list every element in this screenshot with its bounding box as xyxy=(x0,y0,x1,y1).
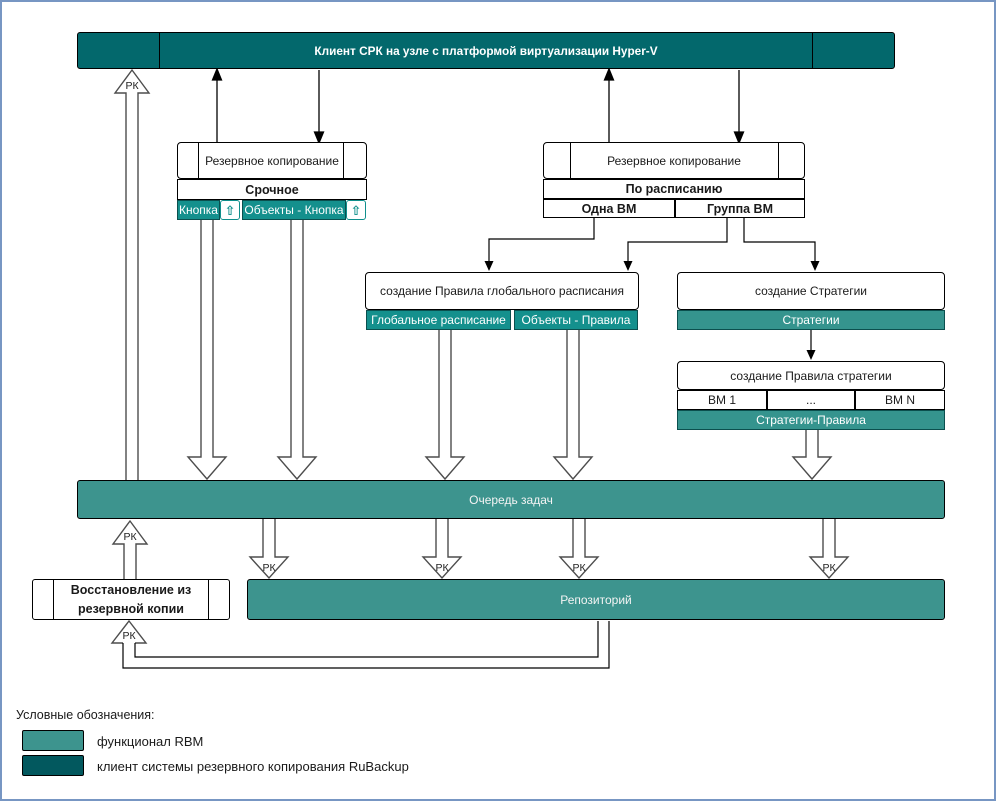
global-rule-header: создание Правила глобального расписания xyxy=(365,272,639,310)
legend-label-client: клиент системы резервного копирования Ru… xyxy=(97,759,409,774)
strategy-rules-row-label: Стратегии-Правила xyxy=(756,413,866,427)
cell-global-schedule-label: Глобальное расписание xyxy=(371,313,506,327)
header-divider xyxy=(343,143,344,178)
client-backup-arrows xyxy=(211,67,745,145)
restore-divider xyxy=(53,580,54,619)
backup-button-header-label: Резервное копирование xyxy=(205,153,339,168)
cell-single-vm-label: Одна ВМ xyxy=(581,201,637,216)
rk-label: РК xyxy=(123,531,137,543)
cell-single-vm: Одна ВМ xyxy=(543,199,675,218)
cell-vm-group-label: Группа ВМ xyxy=(707,201,773,216)
cell-objects-rules: Объекты - Правила xyxy=(514,310,638,330)
rk-label: РК xyxy=(572,562,586,574)
upload-icon-cell: ⇧ xyxy=(220,200,240,220)
rk-label: РК xyxy=(122,630,136,642)
backup-button-mode-label: Срочное xyxy=(245,182,299,197)
client-bar-divider xyxy=(159,33,160,68)
cell-global-schedule: Глобальное расписание xyxy=(366,310,511,330)
backup-schedule-header-label: Резервное копирование xyxy=(607,153,741,168)
cell-knopka-label: Кнопка xyxy=(179,203,218,217)
repository-label: Репозиторий xyxy=(560,592,632,607)
strategy-header-label: создание Стратегии xyxy=(755,284,867,298)
cell-vm-ellipsis: ... xyxy=(767,390,855,410)
cell-vmn: ВМ N xyxy=(855,390,945,410)
cell-vm-ellipsis-label: ... xyxy=(805,393,816,407)
backup-schedule-mode-label: По расписанию xyxy=(625,182,723,196)
rk-labels: РК РК РК РК РК РК РК xyxy=(122,80,836,642)
repository-bar: Репозиторий xyxy=(247,579,945,620)
vm-rule-arrowheads xyxy=(484,261,820,360)
global-rule-header-label: создание Правила глобального расписания xyxy=(380,284,624,298)
upload-icon: ⇧ xyxy=(224,202,236,218)
legend-swatch-rbm xyxy=(22,730,84,751)
client-node-bar: Клиент СРК на узле с платформой виртуали… xyxy=(77,32,895,69)
header-divider xyxy=(778,143,779,178)
rk-label: РК xyxy=(262,562,276,574)
strategy-rules-row: Стратегии-Правила xyxy=(677,410,945,430)
queue-input-arrows xyxy=(186,220,833,481)
strategy-rule-header: создание Правила стратегии xyxy=(677,361,945,390)
backup-schedule-mode: По расписанию xyxy=(543,179,805,199)
rk-label: РК xyxy=(822,562,836,574)
header-divider xyxy=(570,143,571,178)
cell-vm1-label: ВМ 1 xyxy=(707,393,736,407)
rk-down-arrows xyxy=(248,519,850,580)
cell-knopka: Кнопка xyxy=(177,200,220,220)
rk-label: РК xyxy=(125,80,139,92)
legend-title: Условные обозначения: xyxy=(16,708,155,722)
backup-button-header: Резервное копирование xyxy=(177,142,367,179)
strategy-row: Стратегии xyxy=(677,310,945,330)
client-node-label: Клиент СРК на узле с платформой виртуали… xyxy=(314,43,658,58)
task-queue-bar: Очередь задач xyxy=(77,480,945,519)
restore-box: Восстановление из резервной копии xyxy=(32,579,230,620)
rk-label: РК xyxy=(435,562,449,574)
cell-vm-group: Группа ВМ xyxy=(675,199,805,218)
restore-label: Восстановление из резервной копии xyxy=(70,583,192,616)
cell-objects-rules-label: Объекты - Правила xyxy=(521,313,631,327)
backup-schedule-header: Резервное копирование xyxy=(543,142,805,179)
client-bar-divider xyxy=(812,33,813,68)
repository-restore-pipe xyxy=(122,621,610,669)
vm-rule-connectors xyxy=(488,218,816,352)
legend-label-rbm: функционал RBM xyxy=(97,734,204,749)
upload-icon: ⇧ xyxy=(350,202,362,218)
header-divider xyxy=(198,143,199,178)
legend-swatch-client xyxy=(22,755,84,776)
cell-vm1: ВМ 1 xyxy=(677,390,767,410)
upload-icon-cell: ⇧ xyxy=(346,200,366,220)
restore-divider xyxy=(208,580,209,619)
cell-objects-knopka-label: Объекты - Кнопка xyxy=(244,203,344,217)
strategy-rule-header-label: создание Правила стратегии xyxy=(730,368,892,383)
backup-button-mode: Срочное xyxy=(177,179,367,200)
task-queue-label: Очередь задач xyxy=(469,492,553,507)
strategy-row-label: Стратегии xyxy=(782,313,840,327)
rk-up-arrows xyxy=(110,68,151,644)
cell-objects-knopka: Объекты - Кнопка xyxy=(242,200,346,220)
strategy-header: создание Стратегии xyxy=(677,272,945,310)
cell-vmn-label: ВМ N xyxy=(885,393,915,407)
